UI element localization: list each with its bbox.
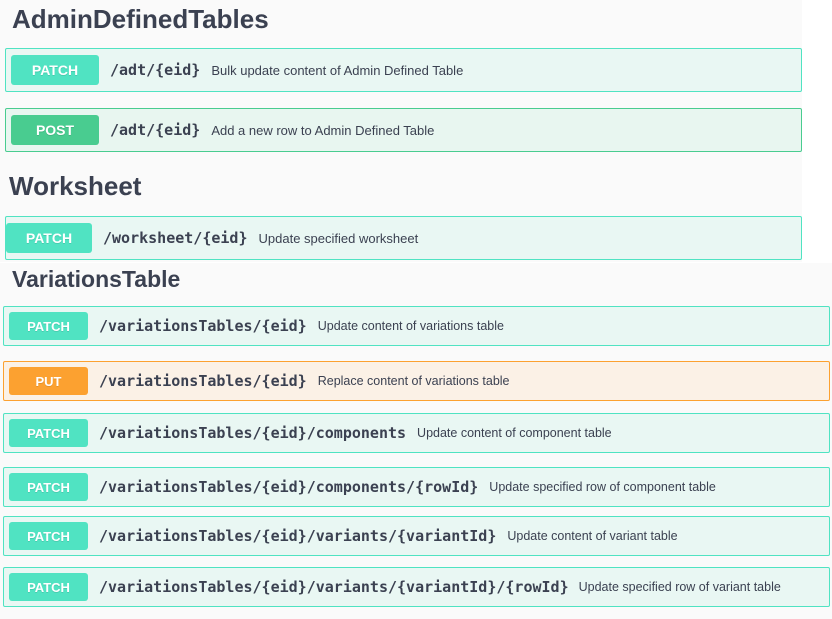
endpoint-path: /adt/{eid} (110, 121, 201, 139)
method-badge: PATCH (9, 312, 88, 340)
endpoint-path: /variationsTables/{eid}/components/{rowI… (99, 478, 479, 496)
section-title-worksheet[interactable]: Worksheet (9, 171, 142, 201)
endpoint-description: Add a new row to Admin Defined Table (211, 122, 435, 138)
endpoint-path: /variationsTables/{eid} (99, 317, 307, 335)
endpoint-path: /adt/{eid} (110, 61, 201, 79)
method-badge: PATCH (9, 522, 88, 550)
method-badge: POST (11, 115, 99, 145)
endpoint-description: Update content of variations table (317, 319, 504, 333)
section-title-admin-defined-tables[interactable]: AdminDefinedTables (12, 4, 269, 34)
operation-patch-variations-variant-row[interactable]: PATCH /variationsTables/{eid}/variants/{… (3, 567, 830, 607)
operation-patch-adt[interactable]: PATCH /adt/{eid} Bulk update content of … (5, 48, 802, 92)
endpoint-description: Update content of variant table (507, 529, 678, 543)
endpoint-description: Bulk update content of Admin Defined Tab… (211, 62, 464, 78)
method-badge: PATCH (9, 573, 88, 601)
endpoint-path: /variationsTables/{eid}/variants/{varian… (99, 527, 497, 545)
endpoint-description: Replace content of variations table (317, 374, 510, 388)
method-badge: PUT (9, 367, 88, 395)
endpoint-path: /worksheet/{eid} (103, 229, 248, 247)
endpoint-path: /variationsTables/{eid}/components (99, 424, 407, 442)
endpoint-description: Update specified worksheet (258, 230, 419, 246)
operation-post-adt[interactable]: POST /adt/{eid} Add a new row to Admin D… (5, 108, 802, 152)
endpoint-description: Update specified row of component table (489, 480, 716, 494)
operation-patch-variations-variant[interactable]: PATCH /variationsTables/{eid}/variants/{… (3, 516, 830, 556)
method-badge: PATCH (11, 55, 99, 85)
section-title-variations-table[interactable]: VariationsTable (12, 266, 181, 292)
method-badge: PATCH (9, 419, 88, 447)
operation-patch-variations-components[interactable]: PATCH /variationsTables/{eid}/components… (3, 413, 830, 453)
operation-patch-variations-table[interactable]: PATCH /variationsTables/{eid} Update con… (3, 306, 830, 346)
endpoint-description: Update content of component table (417, 426, 612, 440)
method-badge: PATCH (6, 223, 92, 253)
operation-patch-variations-component-row[interactable]: PATCH /variationsTables/{eid}/components… (3, 467, 830, 507)
method-badge: PATCH (9, 473, 88, 501)
endpoint-description: Update specified row of variant table (578, 580, 781, 594)
endpoint-path: /variationsTables/{eid} (99, 372, 307, 390)
endpoint-path: /variationsTables/{eid}/variants/{varian… (99, 578, 569, 596)
operation-put-variations-table[interactable]: PUT /variationsTables/{eid} Replace cont… (3, 361, 830, 401)
operation-patch-worksheet[interactable]: PATCH /worksheet/{eid} Update specified … (5, 216, 802, 260)
